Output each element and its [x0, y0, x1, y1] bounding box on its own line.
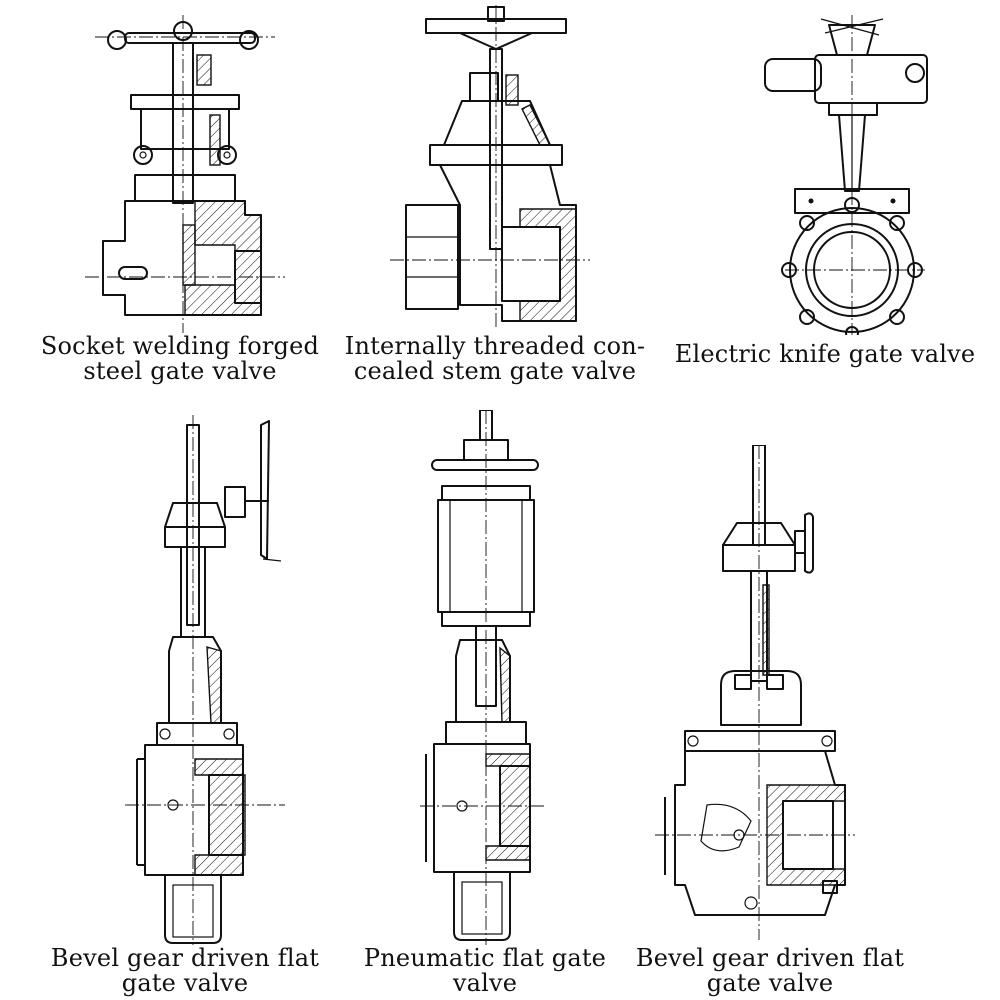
caption-internally-threaded: Internally threaded con-cealed stem gate…	[344, 332, 646, 385]
bevel-gear-flat-gate-valve-drawing-right	[655, 445, 855, 940]
bevel-gear-flat-gate-valve-drawing-left	[125, 415, 285, 945]
threaded-concealed-stem-valve-drawing	[390, 5, 590, 330]
pneumatic-flat-gate-valve-drawing	[420, 410, 544, 945]
socket-welding-gate-valve-drawing	[85, 15, 285, 333]
electric-knife-gate-valve-drawing	[764, 15, 928, 335]
caption-electric-knife: Electric knife gate valve	[674, 340, 976, 368]
